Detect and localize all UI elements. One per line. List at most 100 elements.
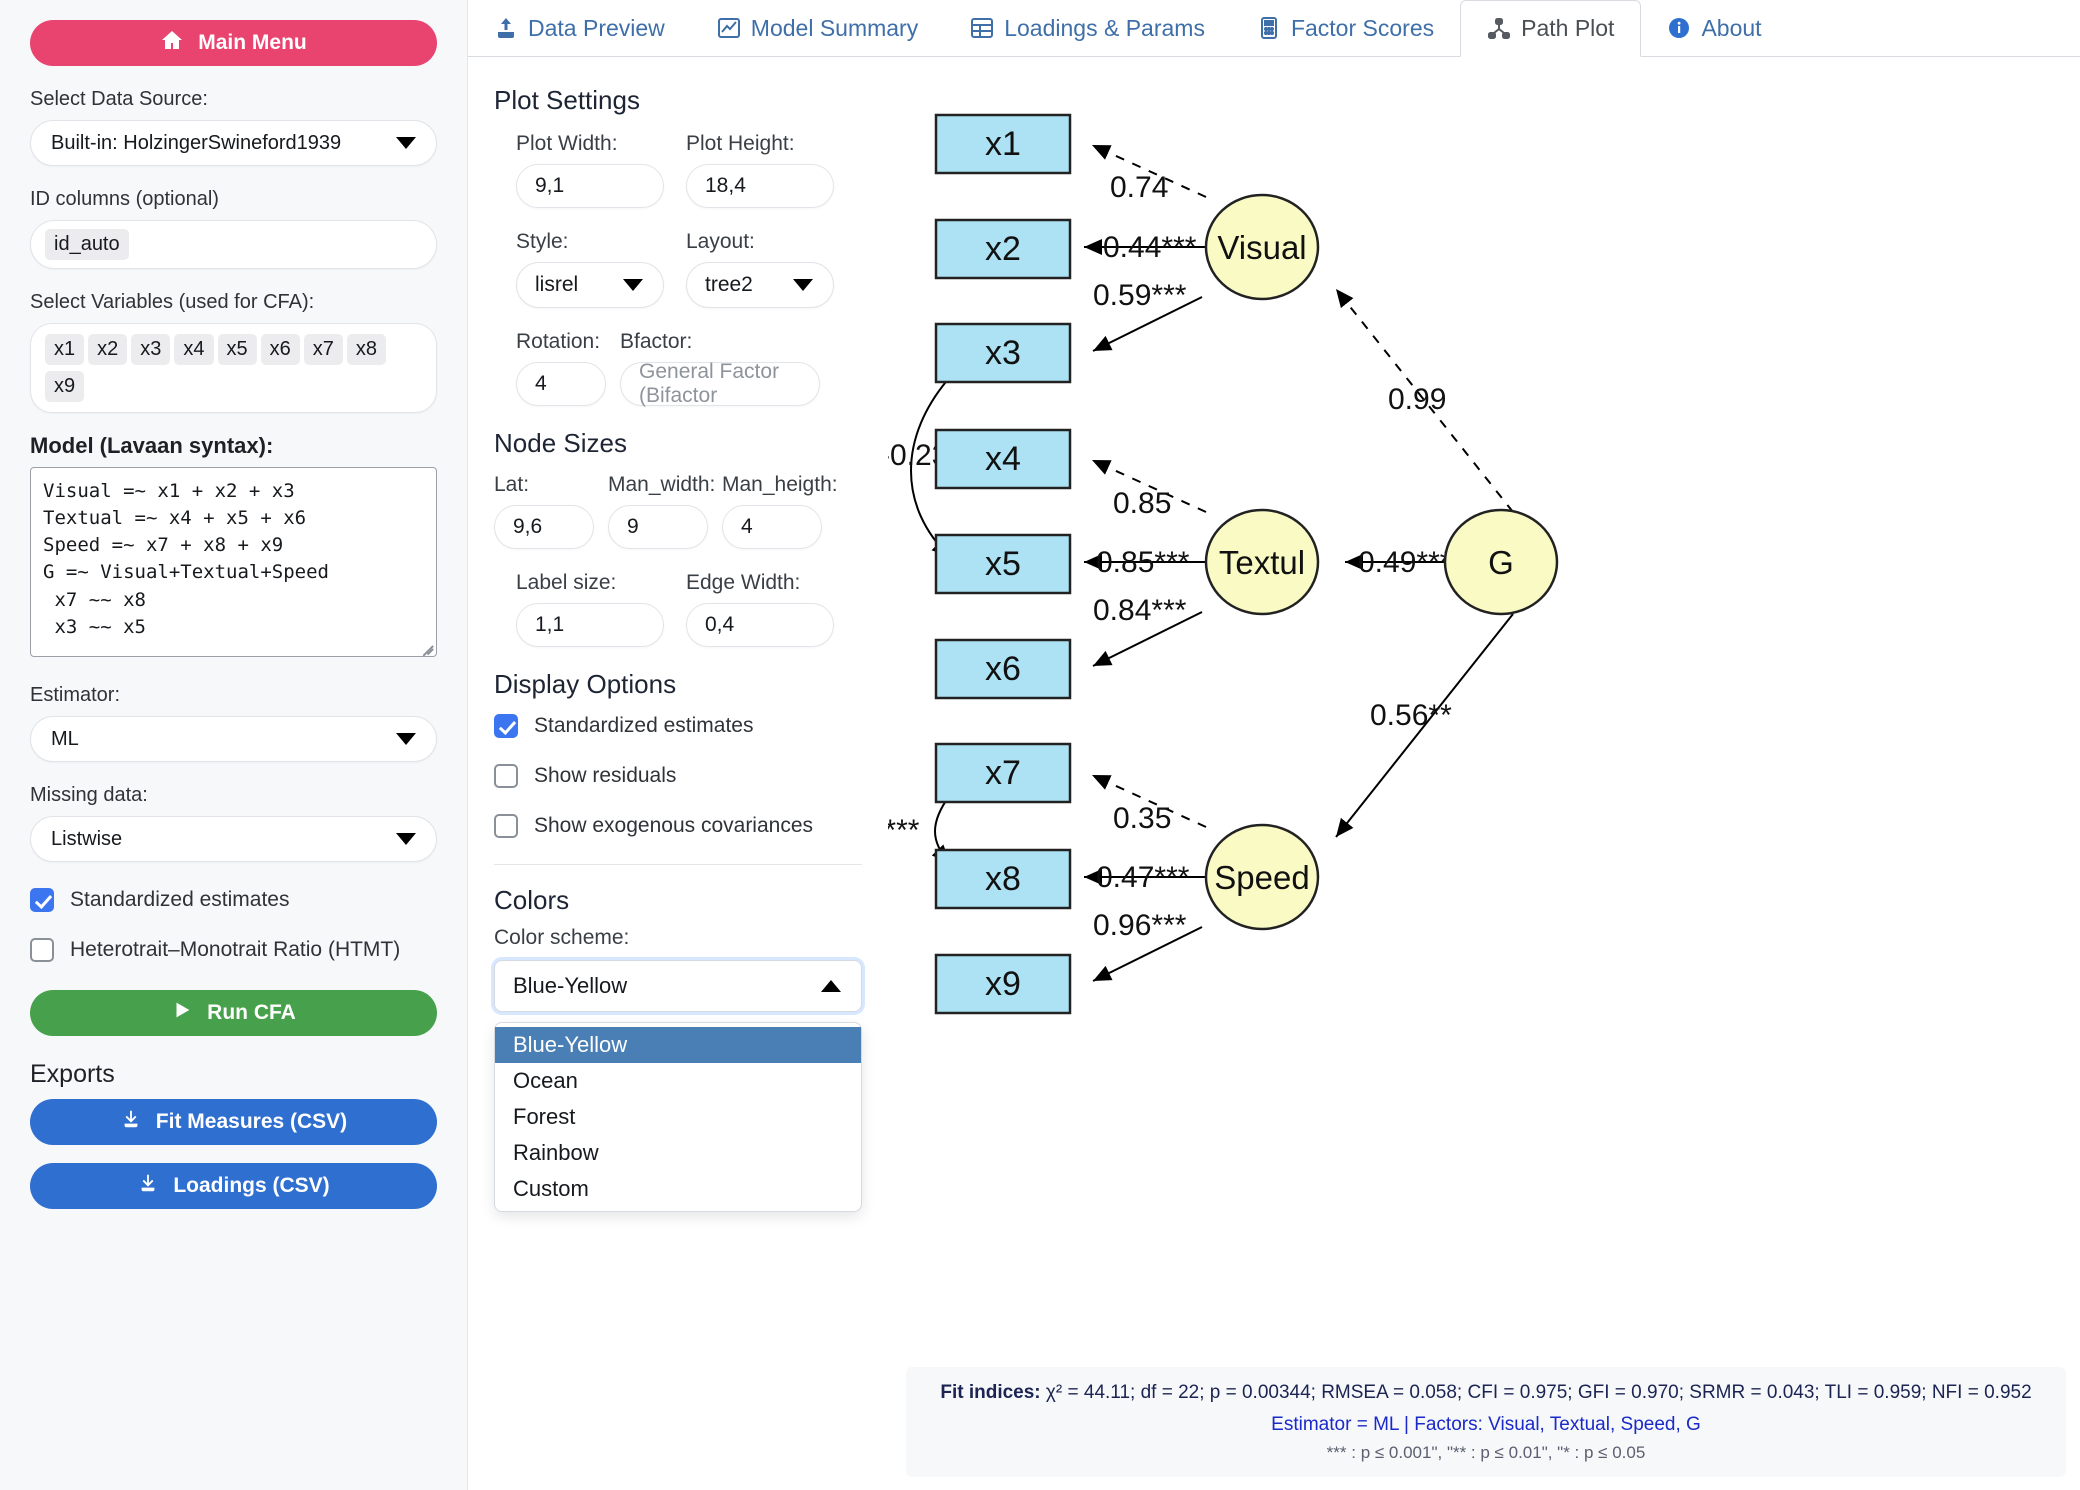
edge-textual-x4: 0.85 — [1091, 459, 1207, 520]
color-scheme-option-forest[interactable]: Forest — [513, 1104, 576, 1129]
opt-standardized-checkbox[interactable] — [494, 714, 518, 738]
tab-bar-filler — [1787, 0, 2080, 57]
node-label: G — [1488, 544, 1514, 581]
bfactor-input[interactable]: General Factor (Bifactor — [620, 360, 820, 407]
variable-token[interactable]: x9 — [45, 371, 85, 402]
edge-visual-x2: 0.44*** — [1084, 231, 1206, 264]
tab-model-summary[interactable]: Model Summary — [690, 0, 945, 57]
node-label: x3 — [985, 334, 1021, 372]
edge-label: 0.99 — [1388, 383, 1446, 416]
chevron-down-icon — [623, 279, 643, 291]
opt-standardized-row[interactable]: Standardized estimates — [494, 714, 862, 738]
variable-token[interactable]: x2 — [88, 334, 128, 365]
variable-token[interactable]: x1 — [45, 334, 85, 365]
tab-content-path-plot: Plot Settings Plot Width: 9,1 Plot Heigh… — [468, 57, 2080, 1477]
export-fit-measures-button[interactable]: Fit Measures (CSV) — [30, 1099, 437, 1145]
opt-exogenous-checkbox[interactable] — [494, 814, 518, 838]
node-label: Speed — [1214, 859, 1309, 896]
tab-label: Data Preview — [528, 14, 665, 41]
tab-data-preview[interactable]: Data Preview — [468, 0, 691, 57]
node-x2[interactable]: x2 — [934, 218, 1072, 280]
node-label: x5 — [985, 545, 1021, 583]
lat-label: Lat: — [494, 473, 530, 496]
data-source-value: Built-in: HolzingerSwineford1939 — [51, 131, 342, 154]
opt-exogenous-label: Show exogenous covariances — [534, 814, 814, 837]
edge-label: 0.39*** — [888, 814, 920, 847]
style-label: Style: — [516, 230, 569, 253]
main-menu-button[interactable]: Main Menu — [30, 20, 437, 66]
estimator-select[interactable]: ML — [30, 716, 437, 762]
run-cfa-label: Run CFA — [207, 1001, 296, 1024]
edge-label: 0.47*** — [1096, 861, 1190, 894]
edge-label: 0.49*** — [1358, 546, 1452, 579]
edge-speed-x7: 0.35 — [1091, 774, 1207, 835]
man-width-input[interactable]: 9 — [608, 505, 708, 549]
node-x7[interactable]: x7 — [934, 742, 1072, 804]
style-value: lisrel — [535, 273, 579, 296]
missing-data-select[interactable]: Listwise — [30, 816, 437, 862]
variable-token[interactable]: x8 — [346, 334, 386, 365]
plot-height-input[interactable]: 18,4 — [686, 164, 834, 208]
tab-path-plot[interactable]: Path Plot — [1460, 0, 1642, 57]
tab-about[interactable]: About — [1641, 0, 1788, 57]
variable-token[interactable]: x6 — [260, 334, 300, 365]
plot-width-label: Plot Width: — [516, 132, 618, 155]
man-height-input[interactable]: 4 — [722, 505, 822, 549]
label-size-input[interactable]: 1,1 — [516, 603, 664, 647]
edge-speed-x8: 0.47*** — [1084, 861, 1206, 894]
node-x1[interactable]: x1 — [934, 113, 1072, 175]
color-scheme-select[interactable]: Blue-Yellow — [494, 960, 862, 1012]
variable-token[interactable]: x3 — [131, 334, 171, 365]
run-cfa-button[interactable]: Run CFA — [30, 990, 437, 1036]
color-scheme-option-ocean[interactable]: Ocean — [513, 1068, 578, 1093]
export-loadings-button[interactable]: Loadings (CSV) — [30, 1163, 437, 1209]
display-options-title: Display Options — [494, 669, 677, 699]
node-g[interactable]: G — [1443, 508, 1559, 616]
node-x4[interactable]: x4 — [934, 428, 1072, 490]
node-label: Visual — [1217, 229, 1306, 266]
node-label: x4 — [985, 440, 1021, 478]
plot-width-input[interactable]: 9,1 — [516, 164, 664, 208]
variables-input[interactable]: x1 x2 x3 x4 x5 x6 x7 x8 x9 — [30, 323, 437, 413]
node-x3[interactable]: x3 — [934, 322, 1072, 384]
node-x5[interactable]: x5 — [934, 533, 1072, 595]
opt-residuals-row[interactable]: Show residuals — [494, 764, 862, 788]
style-select[interactable]: lisrel — [516, 262, 664, 308]
edge-width-input[interactable]: 0,4 — [686, 603, 834, 647]
id-token[interactable]: id_auto — [45, 229, 129, 260]
variable-token[interactable]: x4 — [174, 334, 214, 365]
node-sizes-title: Node Sizes — [494, 428, 627, 458]
htmt-row[interactable]: Heterotrait–Monotrait Ratio (HTMT) — [30, 938, 437, 962]
project-diagram-icon — [1487, 17, 1511, 41]
model-label: Model (Lavaan syntax): — [30, 433, 274, 458]
tab-bar: Data Preview Model Summary Loadings & Pa… — [468, 0, 2080, 57]
lat-input[interactable]: 9,6 — [494, 505, 594, 549]
model-syntax-textarea[interactable]: Visual =~ x1 + x2 + x3 Textual =~ x4 + x… — [30, 467, 437, 657]
variable-token[interactable]: x7 — [303, 334, 343, 365]
node-visual[interactable]: Visual — [1204, 193, 1320, 301]
variable-token[interactable]: x5 — [217, 334, 257, 365]
node-speed[interactable]: Speed — [1204, 823, 1320, 931]
play-icon — [171, 999, 193, 1027]
rotation-input[interactable]: 4 — [516, 362, 606, 406]
node-x8[interactable]: x8 — [934, 848, 1072, 910]
opt-exogenous-row[interactable]: Show exogenous covariances — [494, 814, 862, 838]
color-scheme-option-rainbow[interactable]: Rainbow — [513, 1140, 599, 1165]
standardized-estimates-checkbox[interactable] — [30, 888, 54, 912]
color-scheme-option-custom[interactable]: Custom — [513, 1176, 589, 1201]
data-source-select[interactable]: Built-in: HolzingerSwineford1939 — [30, 120, 437, 166]
opt-residuals-checkbox[interactable] — [494, 764, 518, 788]
tab-factor-scores[interactable]: Factor Scores — [1230, 0, 1461, 57]
htmt-checkbox[interactable] — [30, 938, 54, 962]
fit-indices-box: Fit indices: χ² = 44.11; df = 22; p = 0.… — [906, 1367, 2066, 1477]
node-textual[interactable]: Textul — [1204, 508, 1320, 616]
layout-select[interactable]: tree2 — [686, 262, 834, 308]
info-icon — [1667, 16, 1691, 40]
standardized-estimates-row[interactable]: Standardized estimates — [30, 888, 437, 912]
node-x6[interactable]: x6 — [934, 638, 1072, 700]
node-x9[interactable]: x9 — [934, 953, 1072, 1015]
download-icon — [137, 1172, 159, 1200]
id-columns-input[interactable]: id_auto — [30, 220, 437, 269]
tab-loadings-params[interactable]: Loadings & Params — [944, 0, 1231, 57]
color-scheme-option-blue-yellow[interactable]: Blue-Yellow — [495, 1027, 861, 1063]
